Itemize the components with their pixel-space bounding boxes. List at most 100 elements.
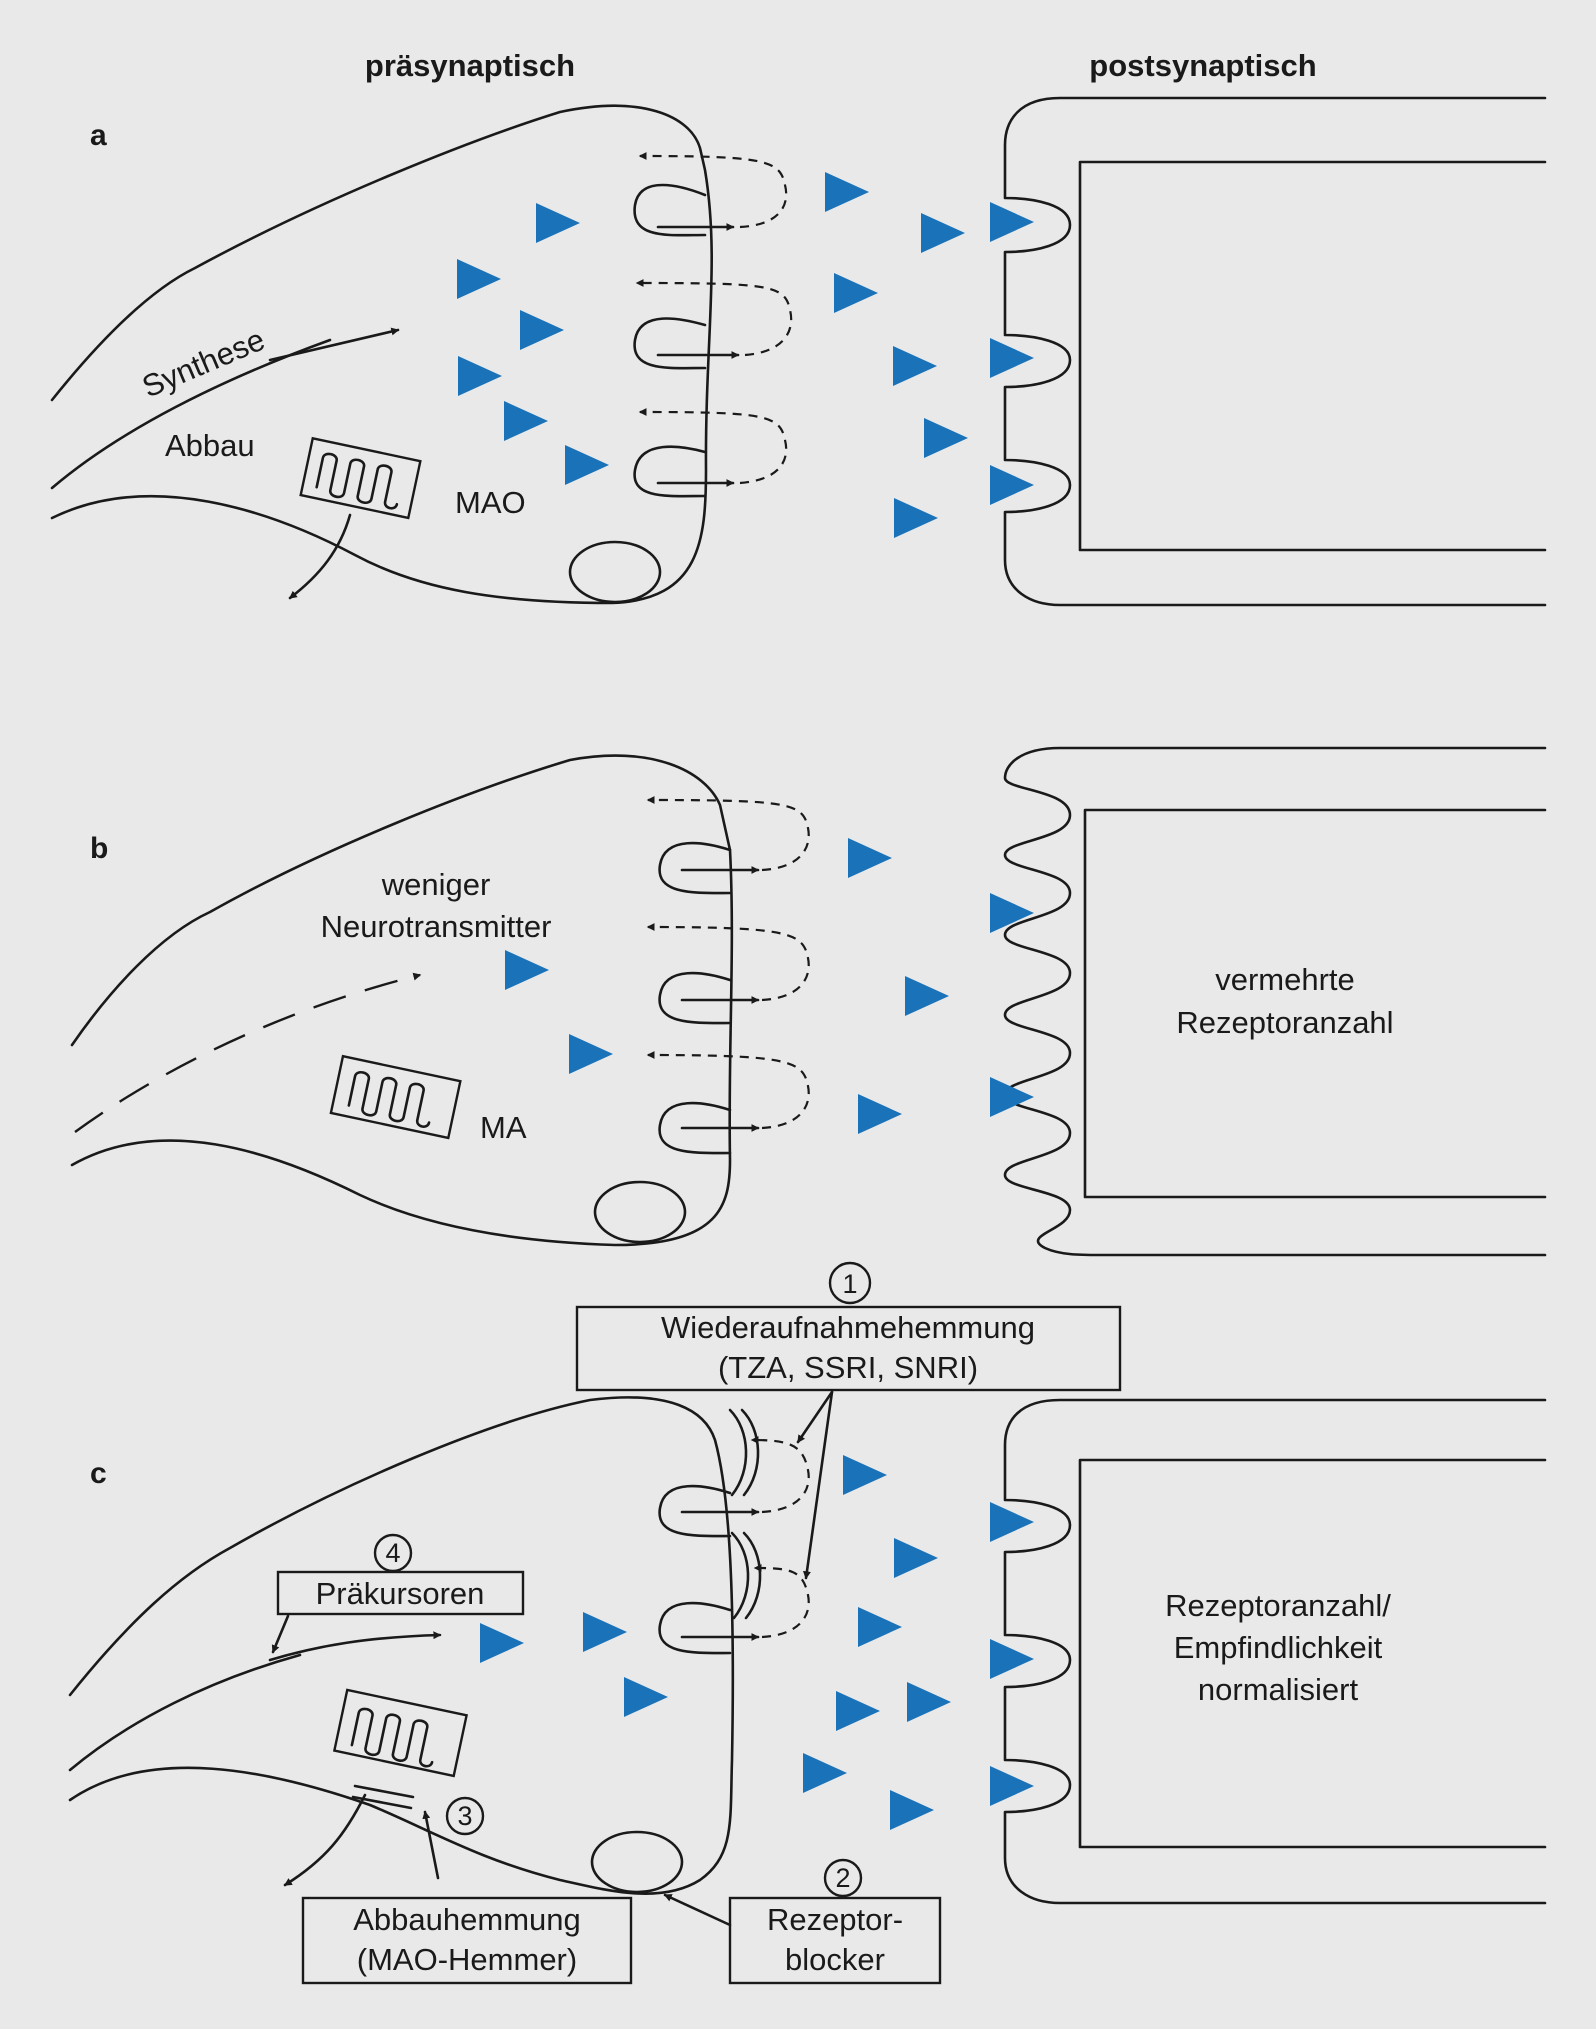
panel-a-transmitter-14	[990, 338, 1034, 378]
panel-a-reuptake-loop-2	[635, 279, 793, 357]
panel-b-release-site-1	[658, 841, 732, 895]
panel-c-number-2-text: 2	[835, 1863, 850, 1893]
panel-c-transmitter-3	[624, 1677, 668, 1717]
panel-a-postsynaptic-membrane	[1003, 96, 1547, 607]
panel-a-mao-enzyme-icon	[299, 436, 422, 520]
panel-b-receptor-label-line1: vermehrte	[1215, 962, 1355, 997]
panel-a-mao-label: MAO	[455, 485, 526, 520]
panel-a-vesicle	[568, 540, 662, 604]
panel-b-transmitter-1	[505, 950, 549, 990]
postsynaptic-header: postsynaptisch	[1089, 48, 1316, 83]
panel-c-release-site-2	[658, 1601, 732, 1655]
panel-a-transmitters	[457, 172, 1034, 538]
panel-b-release-site-3	[658, 1101, 732, 1155]
panel-c-mao-inhibitor-pointer	[422, 1810, 440, 1880]
panel-a-presynaptic-terminal	[50, 104, 714, 605]
panel-a-transmitter-10	[893, 346, 937, 386]
panel-a-transmitter-12	[894, 498, 938, 538]
panel-c-transmitter-13	[990, 1766, 1034, 1806]
panel-b-transmitter-4	[905, 976, 949, 1016]
panel-a-transmitter-11	[924, 418, 968, 458]
panel-a-transmitter-5	[504, 401, 548, 441]
panel-a-degradation-arrow	[288, 513, 352, 600]
panel-c-precursors-box	[276, 1570, 525, 1616]
panel-b-presynaptic-terminal	[70, 754, 734, 1247]
panel-c-release-site-1	[658, 1484, 732, 1538]
panel-c-label: c	[90, 1457, 107, 1490]
panel-c-mao-enzyme-icon	[332, 1688, 469, 1778]
panel-c-blocker-pointer	[663, 1893, 732, 1927]
panel-c-number-1	[828, 1261, 872, 1305]
panel-c-reuptake-pointer-1	[796, 1390, 834, 1444]
panel-b-receptor-label-line2: Rezeptoranzahl	[1176, 1005, 1393, 1040]
panel-c-transmitter-1	[480, 1623, 524, 1663]
panel-c-synthesis-arrow	[268, 1631, 442, 1662]
panel-a-transmitter-15	[990, 465, 1034, 505]
panel-c-number-4-text: 4	[385, 1538, 400, 1568]
panel-c-number-2	[823, 1858, 863, 1898]
panel-c-transmitter-4	[843, 1455, 887, 1495]
panel-c-transporter-block-1a	[728, 1408, 748, 1497]
panel-c-number-3-text: 3	[457, 1801, 472, 1831]
panel-c-transmitter-8	[907, 1682, 951, 1722]
panel-b-fewer-label-line1: weniger	[381, 867, 491, 902]
panel-b-reduced-synthesis-arrow	[74, 972, 422, 1133]
presynaptic-header: präsynaptisch	[365, 48, 575, 83]
panel-b-reuptake-loop-3	[646, 1051, 810, 1130]
panel-c-postsynaptic-cell-body	[1078, 1458, 1547, 1849]
panel-c-blocked-reuptake-1	[750, 1436, 810, 1514]
panel-a-transmitter-7	[825, 172, 869, 212]
panel-c-transmitter-7	[836, 1691, 880, 1731]
panel-c-transmitter-11	[990, 1502, 1034, 1542]
panel-a-synthesis-arrow	[268, 327, 400, 362]
panel-c-inhibition-bar-1	[353, 1784, 415, 1799]
panel-b-transmitter-7	[990, 1077, 1034, 1117]
panel-b-reuptake-loop-2	[646, 923, 810, 1002]
panel-c-reuptake-line2: (TZA, SSRI, SNRI)	[718, 1350, 978, 1385]
panel-a-release-site-2	[633, 317, 707, 370]
panel-c-transmitter-10	[890, 1790, 934, 1830]
panel-c: c 1 Wiederaufnahmehemmung (TZA, SSRI, SN…	[68, 1261, 1547, 1985]
panel-b-postsynaptic-cell-body	[1083, 808, 1547, 1199]
panel-b: b weniger Neurotransmitter MA vermehrte …	[70, 746, 1547, 1257]
panel-c-reuptake-box	[575, 1305, 1122, 1392]
panel-c-presynaptic-terminal	[68, 1396, 735, 1895]
panel-a-postsynaptic-cell-body	[1078, 160, 1547, 552]
panel-c-transporter-block-1b	[740, 1408, 760, 1497]
panel-a-reuptake-loop-3	[638, 408, 788, 485]
panel-c-transmitter-9	[803, 1753, 847, 1793]
panel-c-transmitter-12	[990, 1639, 1034, 1679]
panel-c-degrade-line1: Abbauhemmung	[353, 1902, 581, 1937]
panel-c-degrade-box	[301, 1896, 633, 1985]
panel-a-transmitter-9	[921, 213, 965, 253]
panel-b-transmitter-6	[990, 893, 1034, 933]
panel-c-transmitter-6	[858, 1607, 902, 1647]
panel-a: a Synthese Abbau MAO	[50, 96, 1547, 607]
panel-a-transmitter-13	[990, 202, 1034, 242]
panel-b-transmitters	[505, 838, 1034, 1134]
panel-a-transmitter-2	[457, 259, 501, 299]
panel-c-blocked-reuptake-2	[753, 1564, 810, 1639]
panel-b-transmitter-3	[848, 838, 892, 878]
panel-c-degrade-line2: (MAO-Hemmer)	[357, 1942, 577, 1977]
panel-a-transmitter-8	[834, 273, 878, 313]
panel-b-label: b	[90, 832, 108, 865]
panel-c-blocker-line1: Rezeptor-	[767, 1902, 903, 1937]
panel-c-reuptake-pointer-2	[802, 1390, 834, 1580]
panel-c-transmitters	[480, 1455, 1034, 1830]
panel-c-postsynaptic-membrane	[1003, 1398, 1547, 1905]
panel-c-inner-axon-line	[68, 1653, 302, 1772]
panel-c-degradation-arrow	[283, 1793, 367, 1887]
panel-c-normal-line2: Empfindlichkeit	[1174, 1630, 1383, 1665]
panel-c-normal-line3: normalisiert	[1198, 1672, 1359, 1707]
panel-c-normal-line1: Rezeptoranzahl/	[1165, 1588, 1391, 1623]
panel-b-enzyme-label: MA	[480, 1110, 527, 1145]
panel-b-enzyme-icon	[329, 1054, 462, 1140]
panel-c-vesicle	[590, 1830, 684, 1894]
panel-b-reuptake-loop-1	[646, 796, 810, 872]
panel-a-transmitter-4	[458, 356, 502, 396]
panel-c-blocker-box	[728, 1896, 942, 1985]
panel-a-transmitter-1	[536, 203, 580, 243]
